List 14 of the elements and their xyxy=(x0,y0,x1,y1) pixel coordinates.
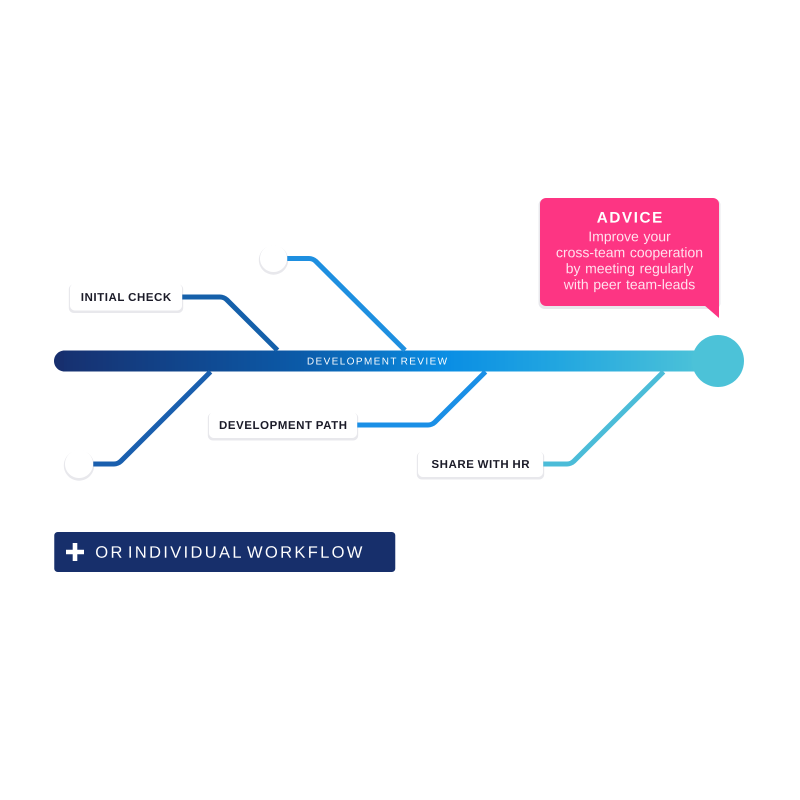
circle-marker xyxy=(64,450,94,481)
branch-line xyxy=(357,370,488,428)
label-box: INITIAL CHECK xyxy=(68,284,184,313)
node-label: DEVELOPMENT REVIEW xyxy=(308,357,448,365)
timeline-bar: DEVELOPMENT REVIEW xyxy=(54,335,744,387)
branch-line xyxy=(182,294,280,352)
speech-bubble: ADVICE Improve your cross-team cooperation by meeting regularly with peer team-leads xyxy=(538,198,720,318)
branch-line xyxy=(287,256,407,352)
label-box: SHARE WITH HR xyxy=(416,451,544,480)
branch-line xyxy=(543,370,666,466)
circle-marker xyxy=(258,245,288,275)
branch-line xyxy=(93,370,212,466)
button: OR INDIVIDUAL WORKFLOW xyxy=(54,532,396,572)
label-box: DEVELOPMENT PATH xyxy=(208,412,358,440)
